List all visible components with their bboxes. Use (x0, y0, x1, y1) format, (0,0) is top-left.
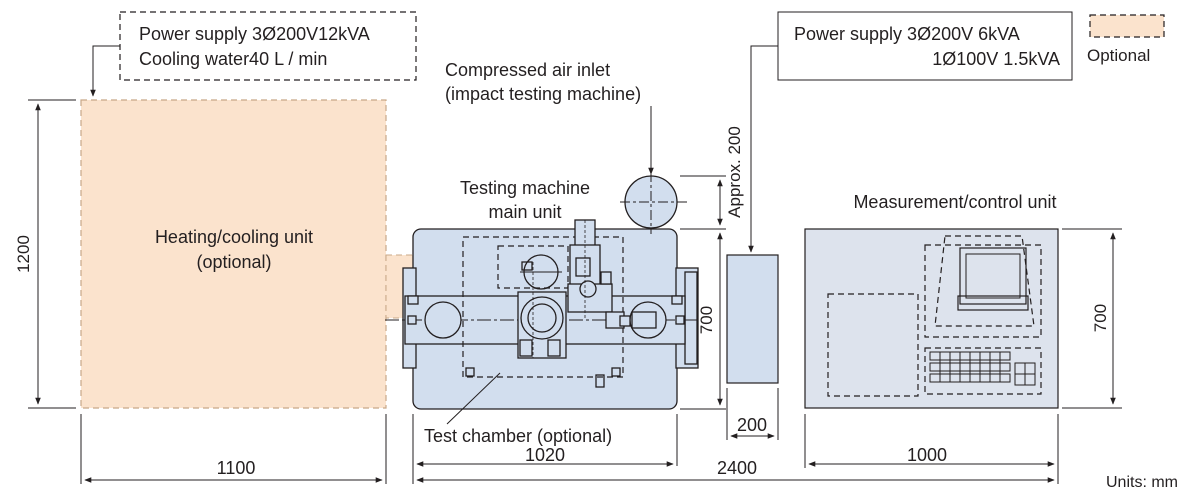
dim-width-main: 1020 (416, 445, 674, 467)
test-chamber-leader (446, 372, 501, 425)
dim-height-measure: 700 (1062, 228, 1122, 409)
right-power-line2: 1Ø100V 1.5kVA (932, 49, 1060, 69)
left-power-line1: Power supply 3Ø200V12kVA (139, 24, 370, 44)
air-inlet-circle (624, 175, 678, 229)
test-chamber (462, 236, 624, 378)
air-inlet-label-2: (impact testing machine) (445, 84, 641, 104)
dim-width-measure: 1000 (808, 445, 1055, 467)
right-power-note: Power supply 3Ø200V 6kVA 1Ø100V 1.5kVA (748, 11, 1073, 253)
left-power-line2: Cooling water40 L / min (139, 49, 327, 69)
test-chamber-label: Test chamber (optional) (424, 426, 612, 446)
left-power-leader (90, 45, 120, 97)
left-power-note: Power supply 3Ø200V12kVA Cooling water40… (90, 11, 417, 97)
dim-approx-200: Approx. 200 (680, 126, 744, 230)
dim-height-main: 700 (680, 232, 726, 410)
bottom-extension-lines (80, 388, 1059, 484)
dim-height-heating: 1200 (14, 99, 76, 409)
dim-1200-label: 1200 (14, 235, 33, 273)
dim-2400-label: 2400 (717, 458, 757, 478)
optional-swatch (1089, 14, 1165, 38)
dim-width-heating: 1100 (84, 458, 383, 483)
optional-legend: Optional (1087, 14, 1165, 65)
measurement-label: Measurement/control unit (853, 192, 1056, 212)
right-power-leader (748, 45, 778, 253)
approx-200-label: Approx. 200 (725, 126, 744, 218)
dim-200-label: 200 (737, 415, 767, 435)
heating-cooling-unit: Heating/cooling unit (optional) (80, 99, 387, 409)
dim-width-small: 200 (730, 415, 775, 439)
optional-legend-label: Optional (1087, 46, 1150, 65)
power-cabinet (726, 254, 779, 384)
units-label: Units: mm (1106, 474, 1178, 491)
main-unit-label-2: main unit (488, 202, 561, 222)
dim-1100-label: 1100 (217, 458, 256, 478)
main-unit-label-1: Testing machine (460, 178, 590, 198)
dim-1000-label: 1000 (907, 445, 947, 465)
measurement-control-unit: Measurement/control unit (804, 192, 1059, 409)
heating-label-1: Heating/cooling unit (155, 227, 313, 247)
dim-width-total: 2400 (416, 458, 1055, 483)
testing-machine-main-unit (385, 219, 700, 410)
air-inlet-label-1: Compressed air inlet (445, 60, 610, 80)
dim-700-measure-label: 700 (1091, 304, 1110, 332)
compressed-air-inlet: Compressed air inlet (impact testing mac… (445, 60, 690, 234)
dim-1020-label: 1020 (525, 445, 565, 465)
heating-label-2: (optional) (196, 252, 271, 272)
right-power-line1: Power supply 3Ø200V 6kVA (794, 24, 1020, 44)
dim-700-main-label: 700 (697, 306, 716, 334)
